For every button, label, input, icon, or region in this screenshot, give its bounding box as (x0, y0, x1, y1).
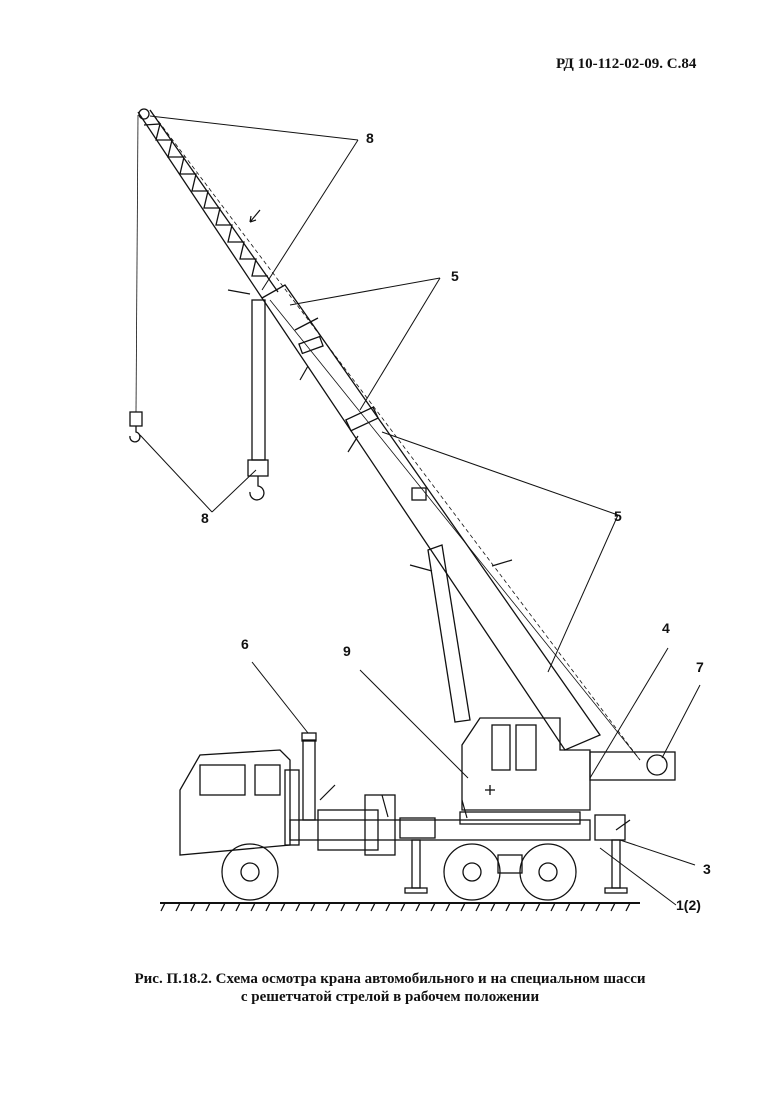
callout-8-top: 8 (366, 130, 374, 146)
hooks (129, 114, 269, 501)
truck (179, 732, 628, 894)
callout-5-top: 5 (451, 268, 459, 284)
callout-8-bottom: 8 (201, 510, 209, 526)
telescopic-boom (149, 109, 641, 761)
callout-1-2: 1(2) (676, 897, 701, 913)
inspection-arrows (227, 209, 631, 831)
leader-lines (139, 115, 701, 906)
callout-5-right: 5 (614, 508, 622, 524)
crane-drawing (129, 108, 701, 912)
callout-4: 4 (662, 620, 670, 636)
document-reference: РД 10-112-02-09. С.84 (556, 56, 697, 72)
callout-9: 9 (343, 643, 351, 659)
caption-line-2: с решетчатой стрелой в рабочем положении (240, 989, 540, 1005)
callout-6: 6 (241, 636, 249, 652)
callout-7: 7 (696, 659, 704, 675)
caption-line-1: Рис. П.18.2. Схема осмотра крана автомоб… (134, 971, 646, 987)
figure-caption: Рис. П.18.2. Схема осмотра крана автомоб… (0, 970, 780, 1006)
wheels (221, 843, 577, 901)
lattice-jib (137, 108, 279, 299)
crane-cabin (461, 717, 676, 811)
ground-line (160, 902, 640, 912)
callout-3: 3 (703, 861, 711, 877)
luffing-cylinder (427, 544, 471, 723)
